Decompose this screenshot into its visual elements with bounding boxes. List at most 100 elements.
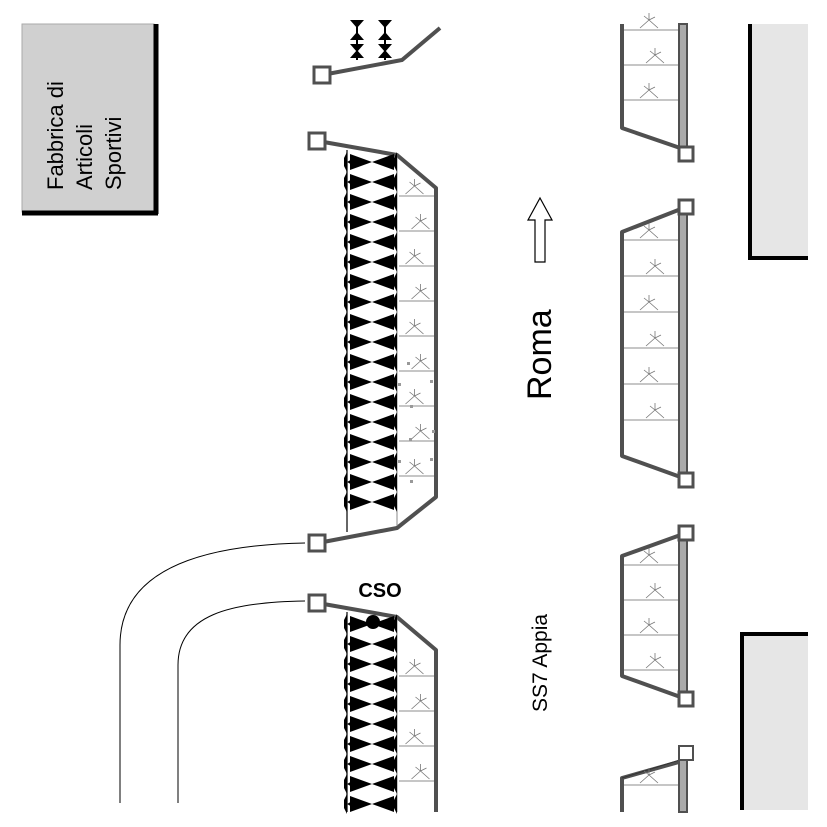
hedge-tooth	[372, 194, 394, 210]
hedge-tooth	[372, 454, 394, 470]
median-right-4	[620, 745, 694, 813]
hedge-tooth	[344, 152, 347, 172]
direction-label: Roma	[521, 309, 559, 400]
tree-icon	[639, 295, 659, 311]
tree-icon	[405, 659, 424, 675]
shrub-dot	[398, 383, 401, 386]
hedge-tooth	[350, 434, 372, 450]
hedge-top-left	[350, 20, 392, 60]
hedge-tooth	[344, 614, 347, 634]
hedge-tooth	[350, 776, 372, 792]
hedge-tooth	[372, 696, 394, 712]
tree-icon	[411, 764, 430, 780]
hedge-tooth	[372, 434, 394, 450]
hedge-tooth	[372, 234, 394, 250]
median-left-bottom	[307, 593, 438, 814]
hedge-tooth	[344, 332, 347, 352]
hedge-tooth	[350, 736, 372, 752]
shrub-dot	[410, 405, 413, 408]
hedge-tooth	[344, 492, 347, 512]
hedge-tooth	[350, 414, 372, 430]
tree-icon	[639, 548, 659, 564]
hedge-tooth	[344, 734, 347, 754]
hedge-tooth	[372, 636, 394, 652]
factory-label: Fabbrica di Articoli Sportivi	[43, 75, 126, 190]
tree-icon	[639, 13, 659, 29]
hedge-tooth	[344, 292, 347, 312]
hedge-tooth	[344, 774, 347, 794]
median-right-3	[620, 524, 695, 708]
median-right-2	[620, 198, 695, 489]
hedge-tooth	[350, 474, 372, 490]
factory-label-line-1: Fabbrica di	[43, 81, 68, 190]
shrub-dot	[398, 460, 401, 463]
hedge-tooth	[350, 494, 372, 510]
hedge-tooth	[350, 194, 372, 210]
hedge-tooth	[372, 494, 394, 510]
building-right-top	[748, 24, 808, 260]
hedge-tooth	[344, 634, 347, 654]
hedge-tooth	[350, 636, 372, 652]
hedge-tooth	[372, 736, 394, 752]
hedge-tooth	[344, 232, 347, 252]
hedge-tooth	[344, 714, 347, 734]
hedge-tooth	[372, 174, 394, 190]
shrub-dot	[409, 438, 412, 441]
hedge-tooth	[350, 154, 372, 170]
hedge-tooth	[372, 354, 394, 370]
tree-icon	[411, 214, 430, 230]
factory-label-line-2: Articoli	[72, 124, 97, 190]
tree-icon	[645, 259, 665, 275]
up-arrow-icon	[526, 196, 554, 263]
tree-icon	[645, 331, 665, 347]
hedge-tooth	[350, 254, 372, 270]
side-road	[119, 542, 306, 803]
hedge-tooth	[372, 756, 394, 772]
hedge-tooth	[372, 394, 394, 410]
hedge-tooth	[350, 696, 372, 712]
hedge-tooth	[344, 694, 347, 714]
hedge-tooth	[350, 214, 372, 230]
road-label: SS7 Appia	[529, 614, 552, 712]
hedge-tooth	[344, 272, 347, 292]
hedge-tooth	[350, 334, 372, 350]
hedge-tooth	[372, 716, 394, 732]
hedge-tooth	[372, 676, 394, 692]
tree-icon	[405, 179, 424, 195]
hedge-bottom	[344, 614, 397, 814]
hedge-tooth	[350, 756, 372, 772]
hedge-tooth	[350, 616, 372, 632]
median-left-main	[307, 131, 438, 553]
tree-icon	[639, 83, 659, 99]
hedge-tooth	[372, 334, 394, 350]
tree-icon	[405, 459, 424, 475]
shrub-dot	[407, 362, 410, 365]
tree-icon	[411, 354, 430, 370]
hedge-tooth	[344, 212, 347, 232]
hedge-tooth	[350, 314, 372, 330]
hedge-tooth	[350, 394, 372, 410]
hedge-tooth	[350, 656, 372, 672]
shrub-dot	[430, 380, 433, 383]
tree-icon	[645, 48, 665, 64]
hedge-tooth	[344, 654, 347, 674]
tree-icon	[411, 424, 430, 440]
tree-icon	[639, 618, 659, 634]
median-top-left	[312, 20, 442, 85]
hedge-tooth	[344, 252, 347, 272]
hedge-tooth	[372, 656, 394, 672]
shrub-dot	[410, 480, 413, 483]
hedge-tooth	[350, 174, 372, 190]
hedge-tooth	[344, 674, 347, 694]
tree-icon	[645, 653, 665, 669]
hedge-tooth	[372, 474, 394, 490]
tree-icon	[639, 768, 659, 784]
site-label: CSO	[358, 580, 401, 602]
hedge-tooth	[344, 312, 347, 332]
hedge-tooth	[344, 754, 347, 774]
hedge-tooth	[344, 794, 347, 814]
tree-icon	[411, 694, 430, 710]
hedge-tooth	[372, 616, 394, 632]
dot-marker-icon	[366, 615, 380, 629]
